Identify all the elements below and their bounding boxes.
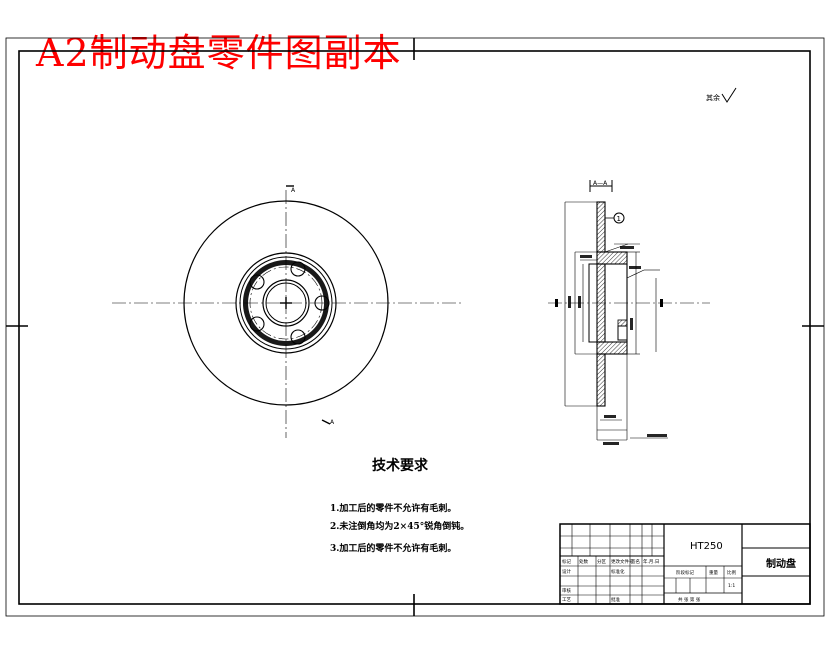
- section-mark-bottom: A: [330, 419, 335, 426]
- center-bore-inner: [265, 282, 307, 324]
- disc-outer-circle: [183, 200, 389, 406]
- disc-plate-upper: [596, 201, 606, 253]
- hub-body: [596, 263, 606, 343]
- section-arrows: [589, 180, 613, 192]
- tb-stage-label: 重量: [709, 569, 718, 576]
- tb-row-approve: 批准: [611, 596, 620, 603]
- tb-row-standard: 标准化: [611, 568, 625, 575]
- title-block: [559, 523, 811, 605]
- center-bore-outer: [262, 279, 310, 327]
- tech-req-item: 3.加工后的零件不允许有毛刺。: [330, 542, 456, 554]
- bolt-hole: [314, 295, 330, 311]
- bolt-hole: [249, 274, 265, 290]
- hub-outer-circle: [235, 252, 337, 354]
- title-block-header: 标记 处数 分区 更改文件号 签名 年.月.日 设计 标准化 审核 工艺 批准 …: [562, 558, 736, 603]
- disc-plate-lower: [596, 353, 606, 407]
- part-name-label: 制动盘: [766, 557, 796, 570]
- bolt-hole: [249, 316, 265, 332]
- balloon-number: 1: [617, 215, 621, 223]
- hub-inner-circle: [239, 256, 333, 350]
- tb-header-cell: 年.月.日: [643, 558, 659, 565]
- watermark-title: A2制动盘零件图副本: [36, 31, 402, 75]
- tb-stage-label: 比例: [727, 569, 736, 576]
- tb-header-cell: 处数: [579, 558, 588, 565]
- side-view: [548, 180, 710, 445]
- hub-inner-wall: [588, 263, 598, 343]
- bolt-hole: [290, 261, 306, 277]
- section-mark-top: A: [291, 187, 296, 194]
- bolt-holes: [249, 261, 330, 345]
- part-balloon: [613, 212, 625, 224]
- section-cut-marks: [286, 185, 331, 425]
- tb-row-review: 审核: [562, 587, 571, 594]
- bolt-hole: [290, 329, 306, 345]
- tb-header-cell: 签名: [631, 558, 640, 565]
- technical-requirements: 技术要求 1.加工后的零件不允许有毛刺。 2.未注倒角均为2×45°锐角倒钝。 …: [330, 457, 469, 554]
- tb-row-design: 设计: [562, 568, 571, 575]
- tech-req-item: 1.加工后的零件不允许有毛刺。: [330, 502, 456, 514]
- hub-flange-lower: [596, 341, 628, 355]
- tb-header-cell: 更改文件号: [611, 558, 634, 565]
- tech-req-item: 2.未注倒角均为2×45°锐角倒钝。: [330, 520, 469, 532]
- tb-header-cell: 标记: [562, 558, 571, 565]
- roughness-symbol: 其余: [706, 87, 737, 103]
- centering-marks: [6, 38, 824, 616]
- tech-req-title: 技术要求: [372, 457, 429, 474]
- side-section-label: A—A: [593, 180, 608, 187]
- tb-scale: 1:1: [728, 583, 735, 589]
- dimension-lines: [564, 201, 668, 441]
- hub-flange-upper: [596, 251, 628, 265]
- dimension-text-blocks: [568, 246, 667, 445]
- material-label: HT250: [690, 541, 723, 552]
- flange-bolt-hole: [617, 325, 628, 341]
- tb-sheets: 共 张 第 张: [678, 596, 701, 603]
- tb-header-cell: 分区: [597, 558, 606, 565]
- tb-row-process: 工艺: [562, 597, 571, 603]
- tb-stage-label: 阶段标记: [676, 569, 694, 576]
- bolt-pitch-circle: [249, 266, 323, 340]
- outer-frame: [5, 37, 825, 617]
- front-view: [112, 185, 462, 438]
- roughness-label: 其余: [706, 93, 720, 102]
